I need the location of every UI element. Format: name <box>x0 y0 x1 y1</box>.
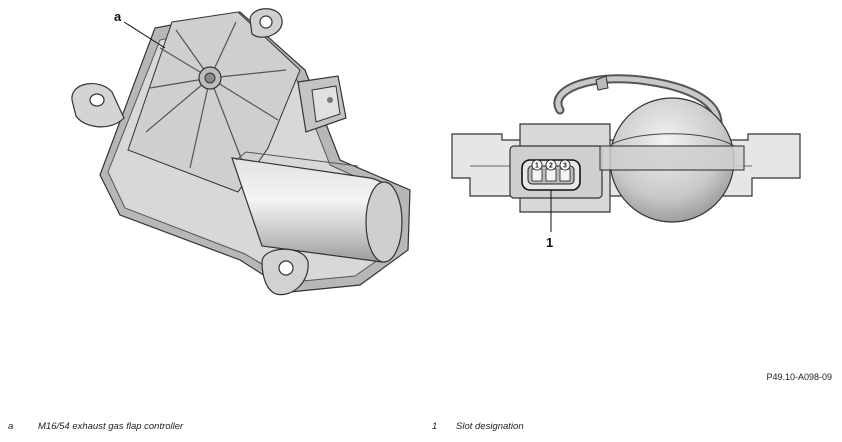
legend-text: M16/54 exhaust gas flap controller <box>38 421 184 432</box>
callout-1: 1 <box>546 235 553 250</box>
legend-text: Slot designation <box>456 421 524 432</box>
pin-label-3: 3 <box>563 163 567 170</box>
figure-code: P49.10-A098-09 <box>766 372 832 382</box>
pin-label-2: 2 <box>549 163 553 170</box>
pin-label-1: 1 <box>535 163 539 170</box>
callout-a: a <box>114 9 122 24</box>
actuator-side-view-illustration: 1 2 3 1 <box>451 74 801 250</box>
legend-key: 1 <box>432 421 438 432</box>
legend-key: a <box>8 421 14 432</box>
flap-controller-illustration: a <box>71 8 411 296</box>
